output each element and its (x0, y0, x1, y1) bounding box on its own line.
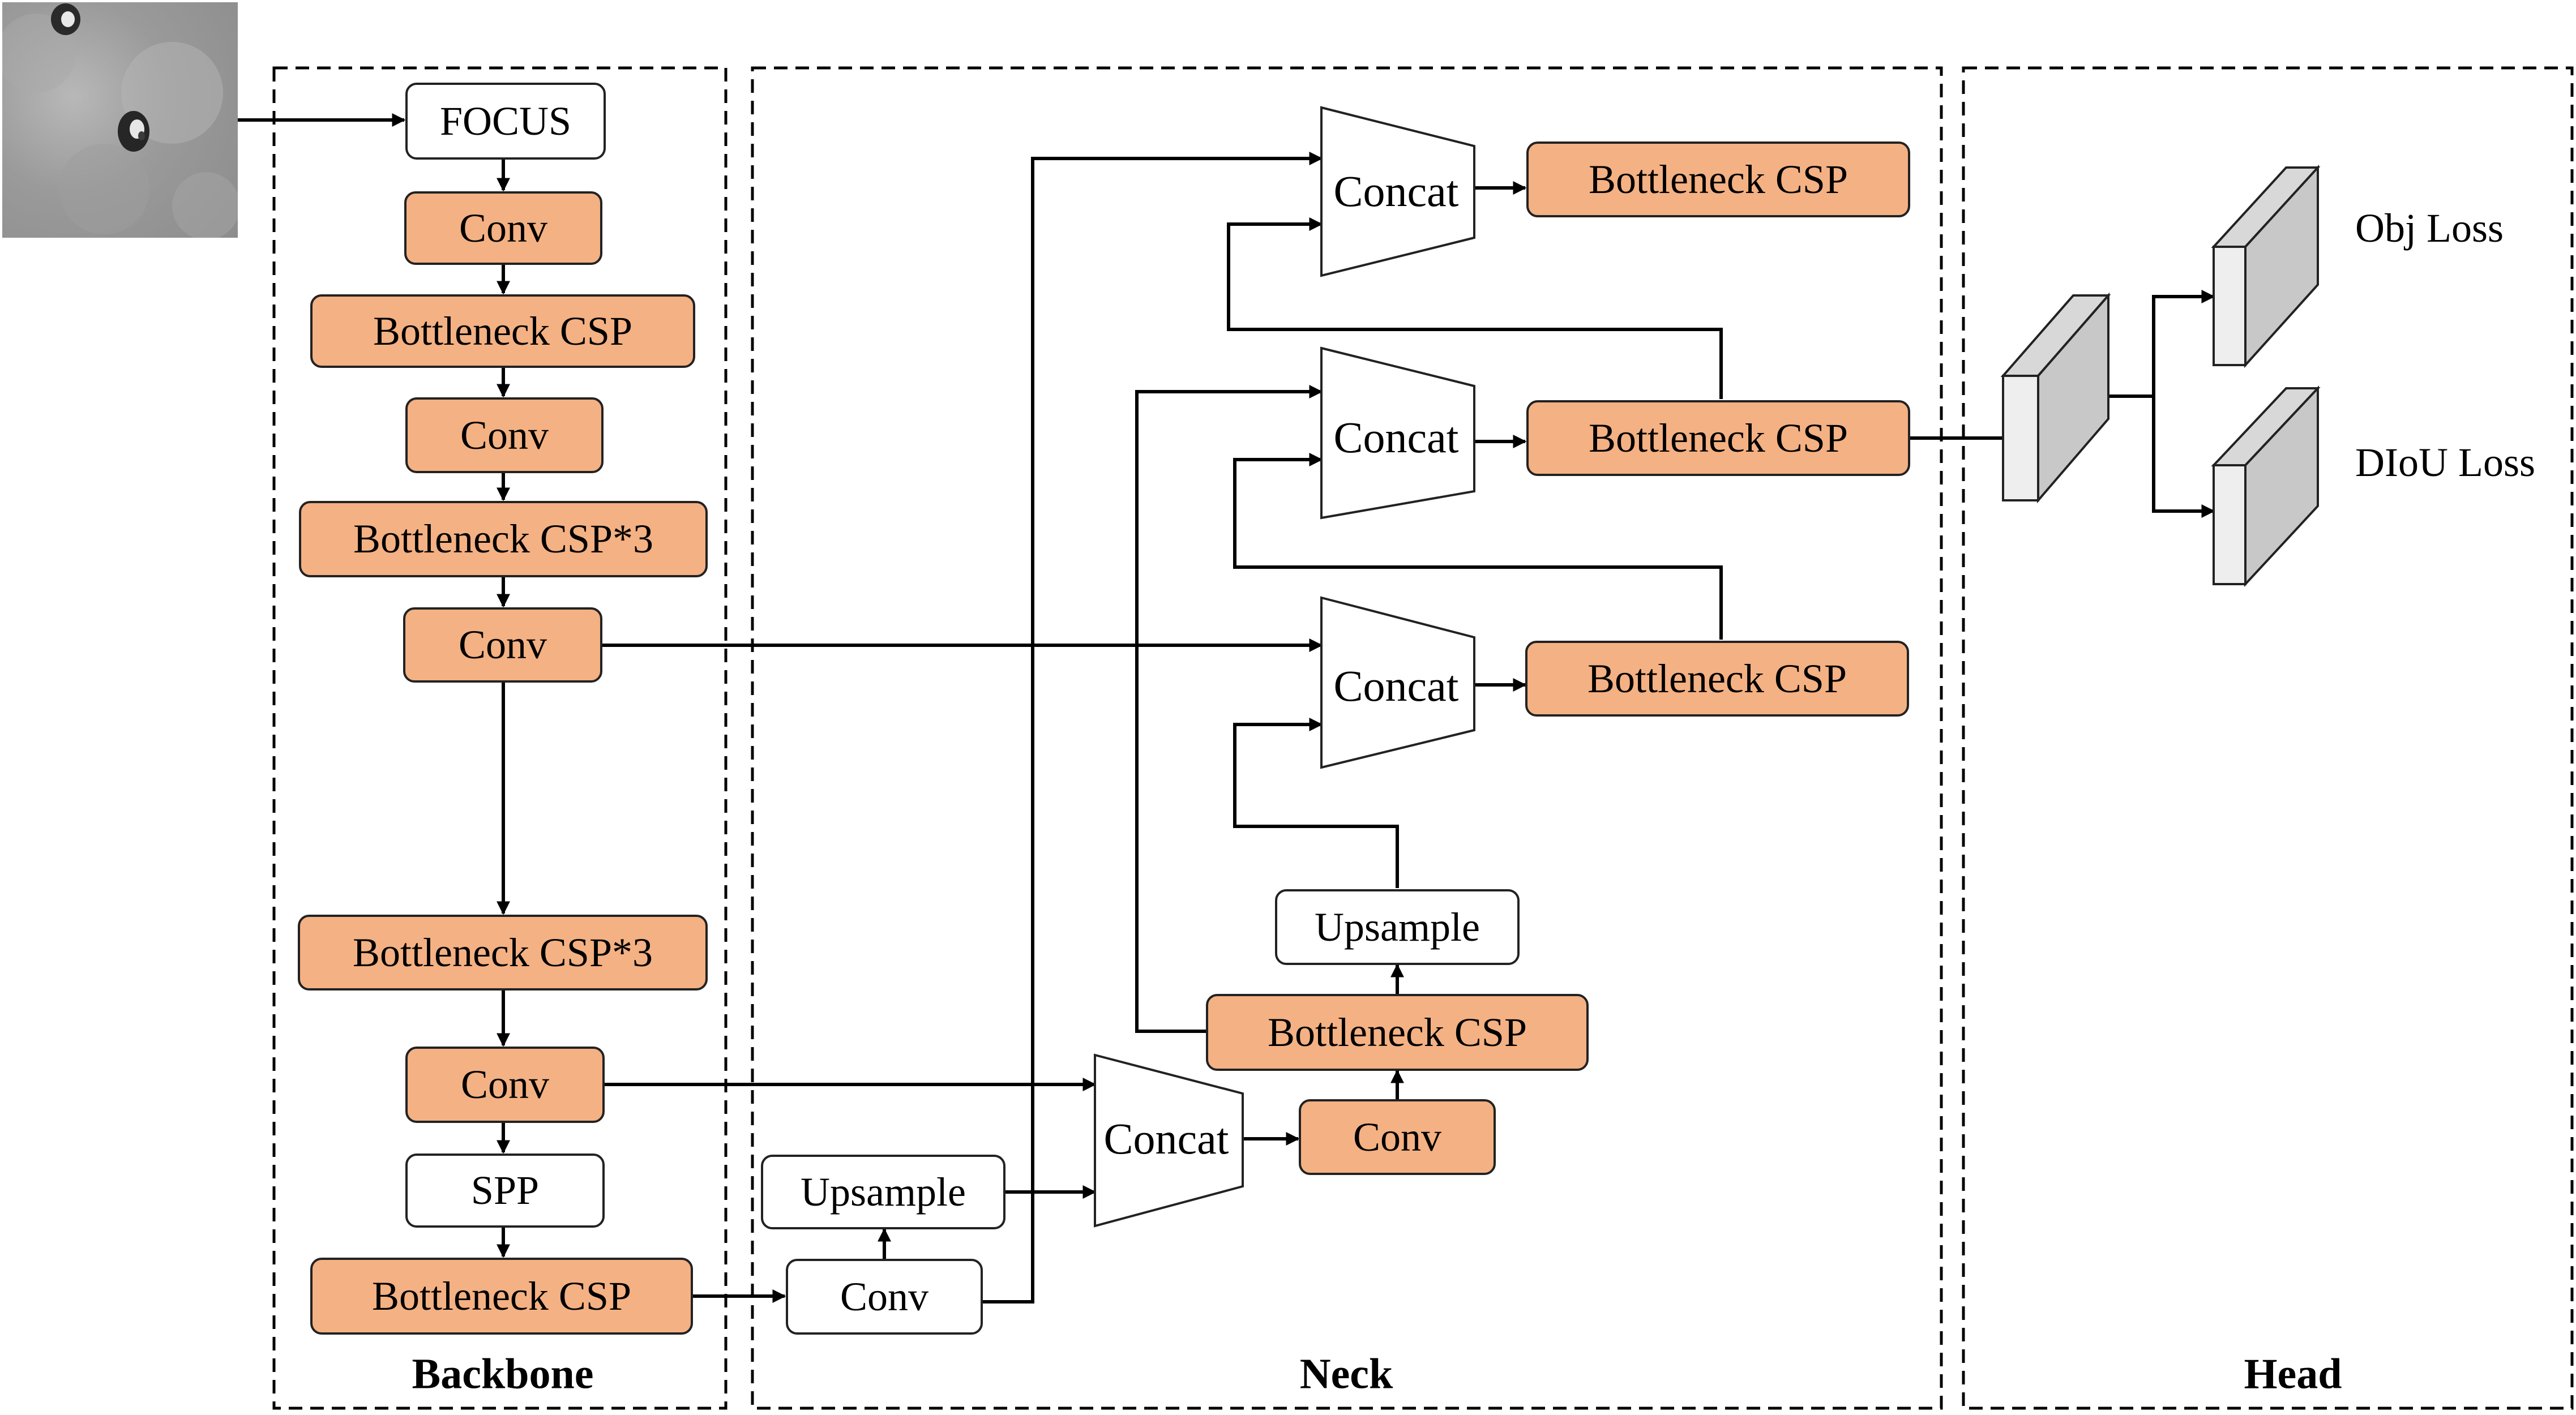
arrow-upsample-b-concat-c (1233, 718, 1399, 888)
conv-block-2: Conv (405, 397, 604, 473)
arrow-csp-b-concat-d (1227, 217, 1723, 399)
arrow-csp-a-concat-b (1135, 385, 1323, 1033)
concat-a-shape (1094, 1053, 1244, 1228)
arrow-head-obj (2152, 290, 2215, 396)
neck-frame (751, 66, 1943, 1410)
concat-d-shape (1320, 106, 1475, 277)
neck-upsample-block-a: Upsample (761, 1155, 1005, 1229)
conv-block-3: Conv (403, 607, 602, 683)
bottleneck-csp3-block-2: Bottleneck CSP*3 (298, 915, 708, 990)
arrow-head-diou (2152, 396, 2215, 518)
neck-bottleneck-csp-a: Bottleneck CSP (1206, 994, 1589, 1071)
neck-bottleneck-csp-d: Bottleneck CSP (1526, 142, 1910, 217)
concat-b-shape (1320, 346, 1475, 520)
arrow-csp-c-concat-b (1233, 453, 1723, 640)
focus-block: FOCUS (405, 83, 606, 160)
arrow-conv-a-concat-d (983, 152, 1323, 1303)
conv-block-1: Conv (404, 191, 602, 265)
bottleneck-csp3-block-1: Bottleneck CSP*3 (299, 501, 708, 577)
neck-upsample-block-b: Upsample (1275, 889, 1520, 965)
obj-loss-label: Obj Loss (2355, 205, 2504, 251)
concat-a-label: Concat (1103, 1114, 1229, 1163)
neck-bottleneck-csp-c: Bottleneck CSP (1525, 641, 1909, 717)
backbone-frame (272, 66, 728, 1410)
input-image (2, 2, 238, 238)
concat-b-label: Concat (1333, 413, 1459, 462)
bottleneck-csp-block-2: Bottleneck CSP (310, 1258, 693, 1335)
head-title: Head (2244, 1350, 2342, 1398)
concat-c-label: Concat (1333, 661, 1459, 710)
head-boxes (2000, 164, 2321, 588)
neck-bottleneck-csp-b: Bottleneck CSP (1526, 400, 1910, 476)
obj-loss-box (2211, 164, 2321, 368)
connectors (238, 113, 2215, 1303)
head-frame (1962, 66, 2574, 1410)
diou-loss-box (2211, 385, 2321, 588)
neck-conv-block-a: Conv (786, 1259, 983, 1335)
bottleneck-csp-block-1: Bottleneck CSP (310, 294, 695, 368)
diou-loss-label: DIoU Loss (2355, 440, 2535, 485)
head-feature-box (2000, 292, 2111, 504)
backbone-title: Backbone (412, 1350, 594, 1398)
conv-block-4: Conv (405, 1047, 605, 1123)
input-image-texture (2, 3, 238, 238)
neck-conv-block-b: Conv (1299, 1099, 1496, 1175)
spp-block: SPP (405, 1154, 605, 1228)
neck-title: Neck (1299, 1350, 1393, 1398)
concat-shapes (1094, 106, 1475, 1228)
concat-c-shape (1320, 596, 1475, 769)
concat-d-label: Concat (1333, 166, 1459, 216)
